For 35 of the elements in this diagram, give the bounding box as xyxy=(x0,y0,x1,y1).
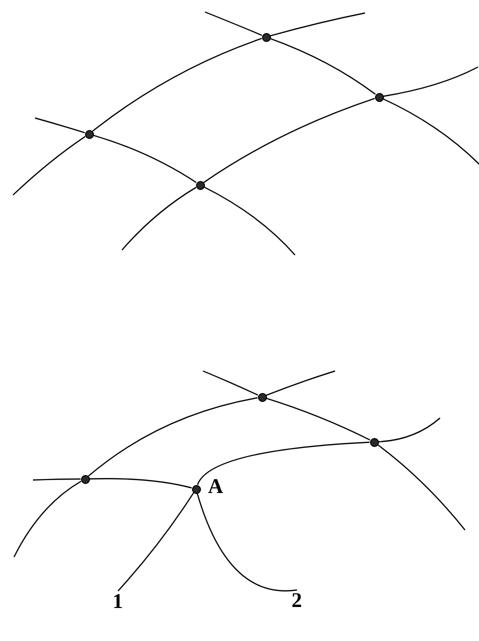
curve xyxy=(34,117,85,134)
curve xyxy=(382,98,479,166)
curve xyxy=(92,38,262,132)
curve xyxy=(12,136,86,196)
curve xyxy=(266,398,370,441)
intersection-point xyxy=(374,92,384,102)
intersection-point xyxy=(192,484,200,494)
curve xyxy=(122,186,196,250)
intersection-point xyxy=(80,474,90,484)
curve xyxy=(118,492,194,592)
curve xyxy=(32,478,80,481)
curve xyxy=(196,493,298,592)
curve xyxy=(88,397,258,477)
curve xyxy=(270,12,366,36)
intersection-point xyxy=(258,392,266,402)
curve xyxy=(270,38,376,95)
curve xyxy=(266,370,336,396)
curve xyxy=(378,418,440,442)
intersection-point xyxy=(262,32,270,42)
curve xyxy=(383,66,478,97)
curve xyxy=(204,11,262,36)
curve-label: 2 xyxy=(292,591,302,609)
intersection-point xyxy=(84,130,94,138)
curve xyxy=(13,480,82,558)
curve xyxy=(202,370,258,396)
curve xyxy=(93,134,197,184)
intersection-point xyxy=(196,180,204,190)
curve xyxy=(377,444,466,530)
curve xyxy=(197,442,370,486)
point-label: A xyxy=(208,477,224,495)
curve xyxy=(89,478,192,488)
curve-label: 1 xyxy=(112,592,123,610)
curve xyxy=(204,186,296,256)
curve xyxy=(203,98,375,183)
intersection-point xyxy=(370,438,378,446)
